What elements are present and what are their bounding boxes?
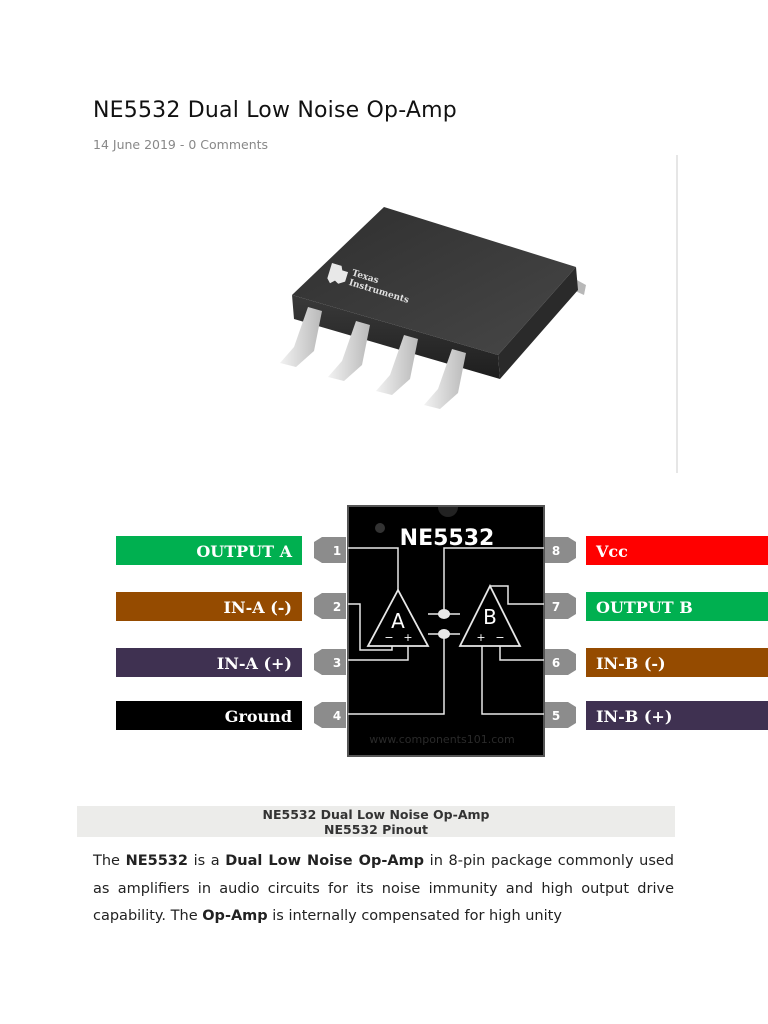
junction-dot [438,629,450,639]
pinout-diagram: OUTPUT A IN-A (-) IN-A (+) Ground Vcc OU… [116,505,768,757]
para-bold-2: Dual Low Noise Op-Amp [225,853,425,869]
column-divider [676,155,678,473]
meta-separator: - [175,137,189,152]
right-pins: 8 7 6 5 [544,537,576,728]
pin-6: 6 [544,649,576,675]
pin-label-4: Ground [116,701,302,730]
pin-label-5-text: IN-B (+) [596,707,672,726]
para-bold-3: Op-Amp [202,908,268,924]
pin-label-5: IN-B (+) [586,701,768,730]
left-pins: 1 2 3 4 [314,537,346,728]
pin-4-number: 4 [333,709,341,723]
chip-pin [424,349,466,409]
intro-paragraph: The NE5532 is a Dual Low Noise Op-Amp in… [93,848,674,931]
pin-1: 1 [314,537,346,563]
para-text-2: is a [187,853,226,869]
pin-label-6: IN-B (-) [586,648,768,677]
comments-link[interactable]: 0 Comments [188,137,269,152]
chip-pin [280,307,322,367]
chip-photo: Texas Instruments [280,207,586,409]
caption-line-2: NE5532 Pinout [324,822,428,837]
opamp-a-minus-symbol: − [384,631,393,644]
pin-7-number: 7 [552,600,560,614]
chip-pin [328,321,370,381]
figure-caption: NE5532 Dual Low Noise Op-Amp NE5532 Pino… [77,806,675,837]
pin-label-7-text: OUTPUT B [596,598,693,617]
front-pins [280,307,466,409]
pin-label-3: IN-A (+) [116,648,302,677]
opamp-a: A − + [366,588,430,647]
chip-front-side [292,295,500,379]
pin-3: 3 [314,649,346,675]
pin-4: 4 [314,702,346,728]
pin-3-number: 3 [333,656,341,670]
ti-logo-icon [327,263,349,284]
pin-label-7: OUTPUT B [586,592,768,621]
pin-label-1-text: OUTPUT A [196,542,292,561]
pin-label-3-text: IN-A (+) [217,654,292,673]
pin-7: 7 [544,593,576,619]
pin-2-number: 2 [333,600,341,614]
chip-name: NE5532 [400,526,495,551]
para-bold-1: NE5532 [125,853,188,869]
watermark: www.components101.com [369,733,514,746]
chip-pin [376,335,418,395]
pin-8: 8 [544,537,576,563]
caption-line-1: NE5532 Dual Low Noise Op-Amp [262,807,490,822]
para-text-1: The [93,853,126,869]
pin-6-number: 6 [552,656,560,670]
pin-label-4-text: Ground [225,707,292,726]
pin-label-6-text: IN-B (-) [596,654,666,673]
chip-notch [438,507,458,517]
internal-wiring [348,547,544,715]
pin-2: 2 [314,593,346,619]
pin-label-2: IN-A (-) [116,592,302,621]
opamp-b: B + − [458,583,522,647]
pin-label-1: OUTPUT A [116,536,302,565]
post-date: 14 June 2019 [93,137,176,152]
pin-label-8: Vcc [586,536,768,565]
post-meta: 14 June 2019 - 0 Comments [93,137,268,152]
opamp-b-label: B [483,605,497,629]
junction-dot [438,609,450,619]
para-text-4: is internally compensated for high unity [267,908,562,924]
opamp-b-plus-symbol: + [476,631,485,644]
opamp-a-plus-symbol: + [403,631,412,644]
chip-top-face [292,207,576,355]
pin-label-8-text: Vcc [595,542,628,561]
opamp-a-label: A [391,609,405,633]
pin-label-2-text: IN-A (-) [223,598,292,617]
pin-5-number: 5 [552,709,560,723]
pin-5: 5 [544,702,576,728]
para-text-3: in 8-pin package commonly used as amplif… [93,853,675,924]
pin-1-number: 1 [333,544,341,558]
chip-right-side [498,267,578,379]
pin-8-number: 8 [552,544,560,558]
pin1-dot [375,523,385,533]
page-title: NE5532 Dual Low Noise Op-Amp [93,98,457,123]
opamp-b-minus-symbol: − [495,631,504,644]
